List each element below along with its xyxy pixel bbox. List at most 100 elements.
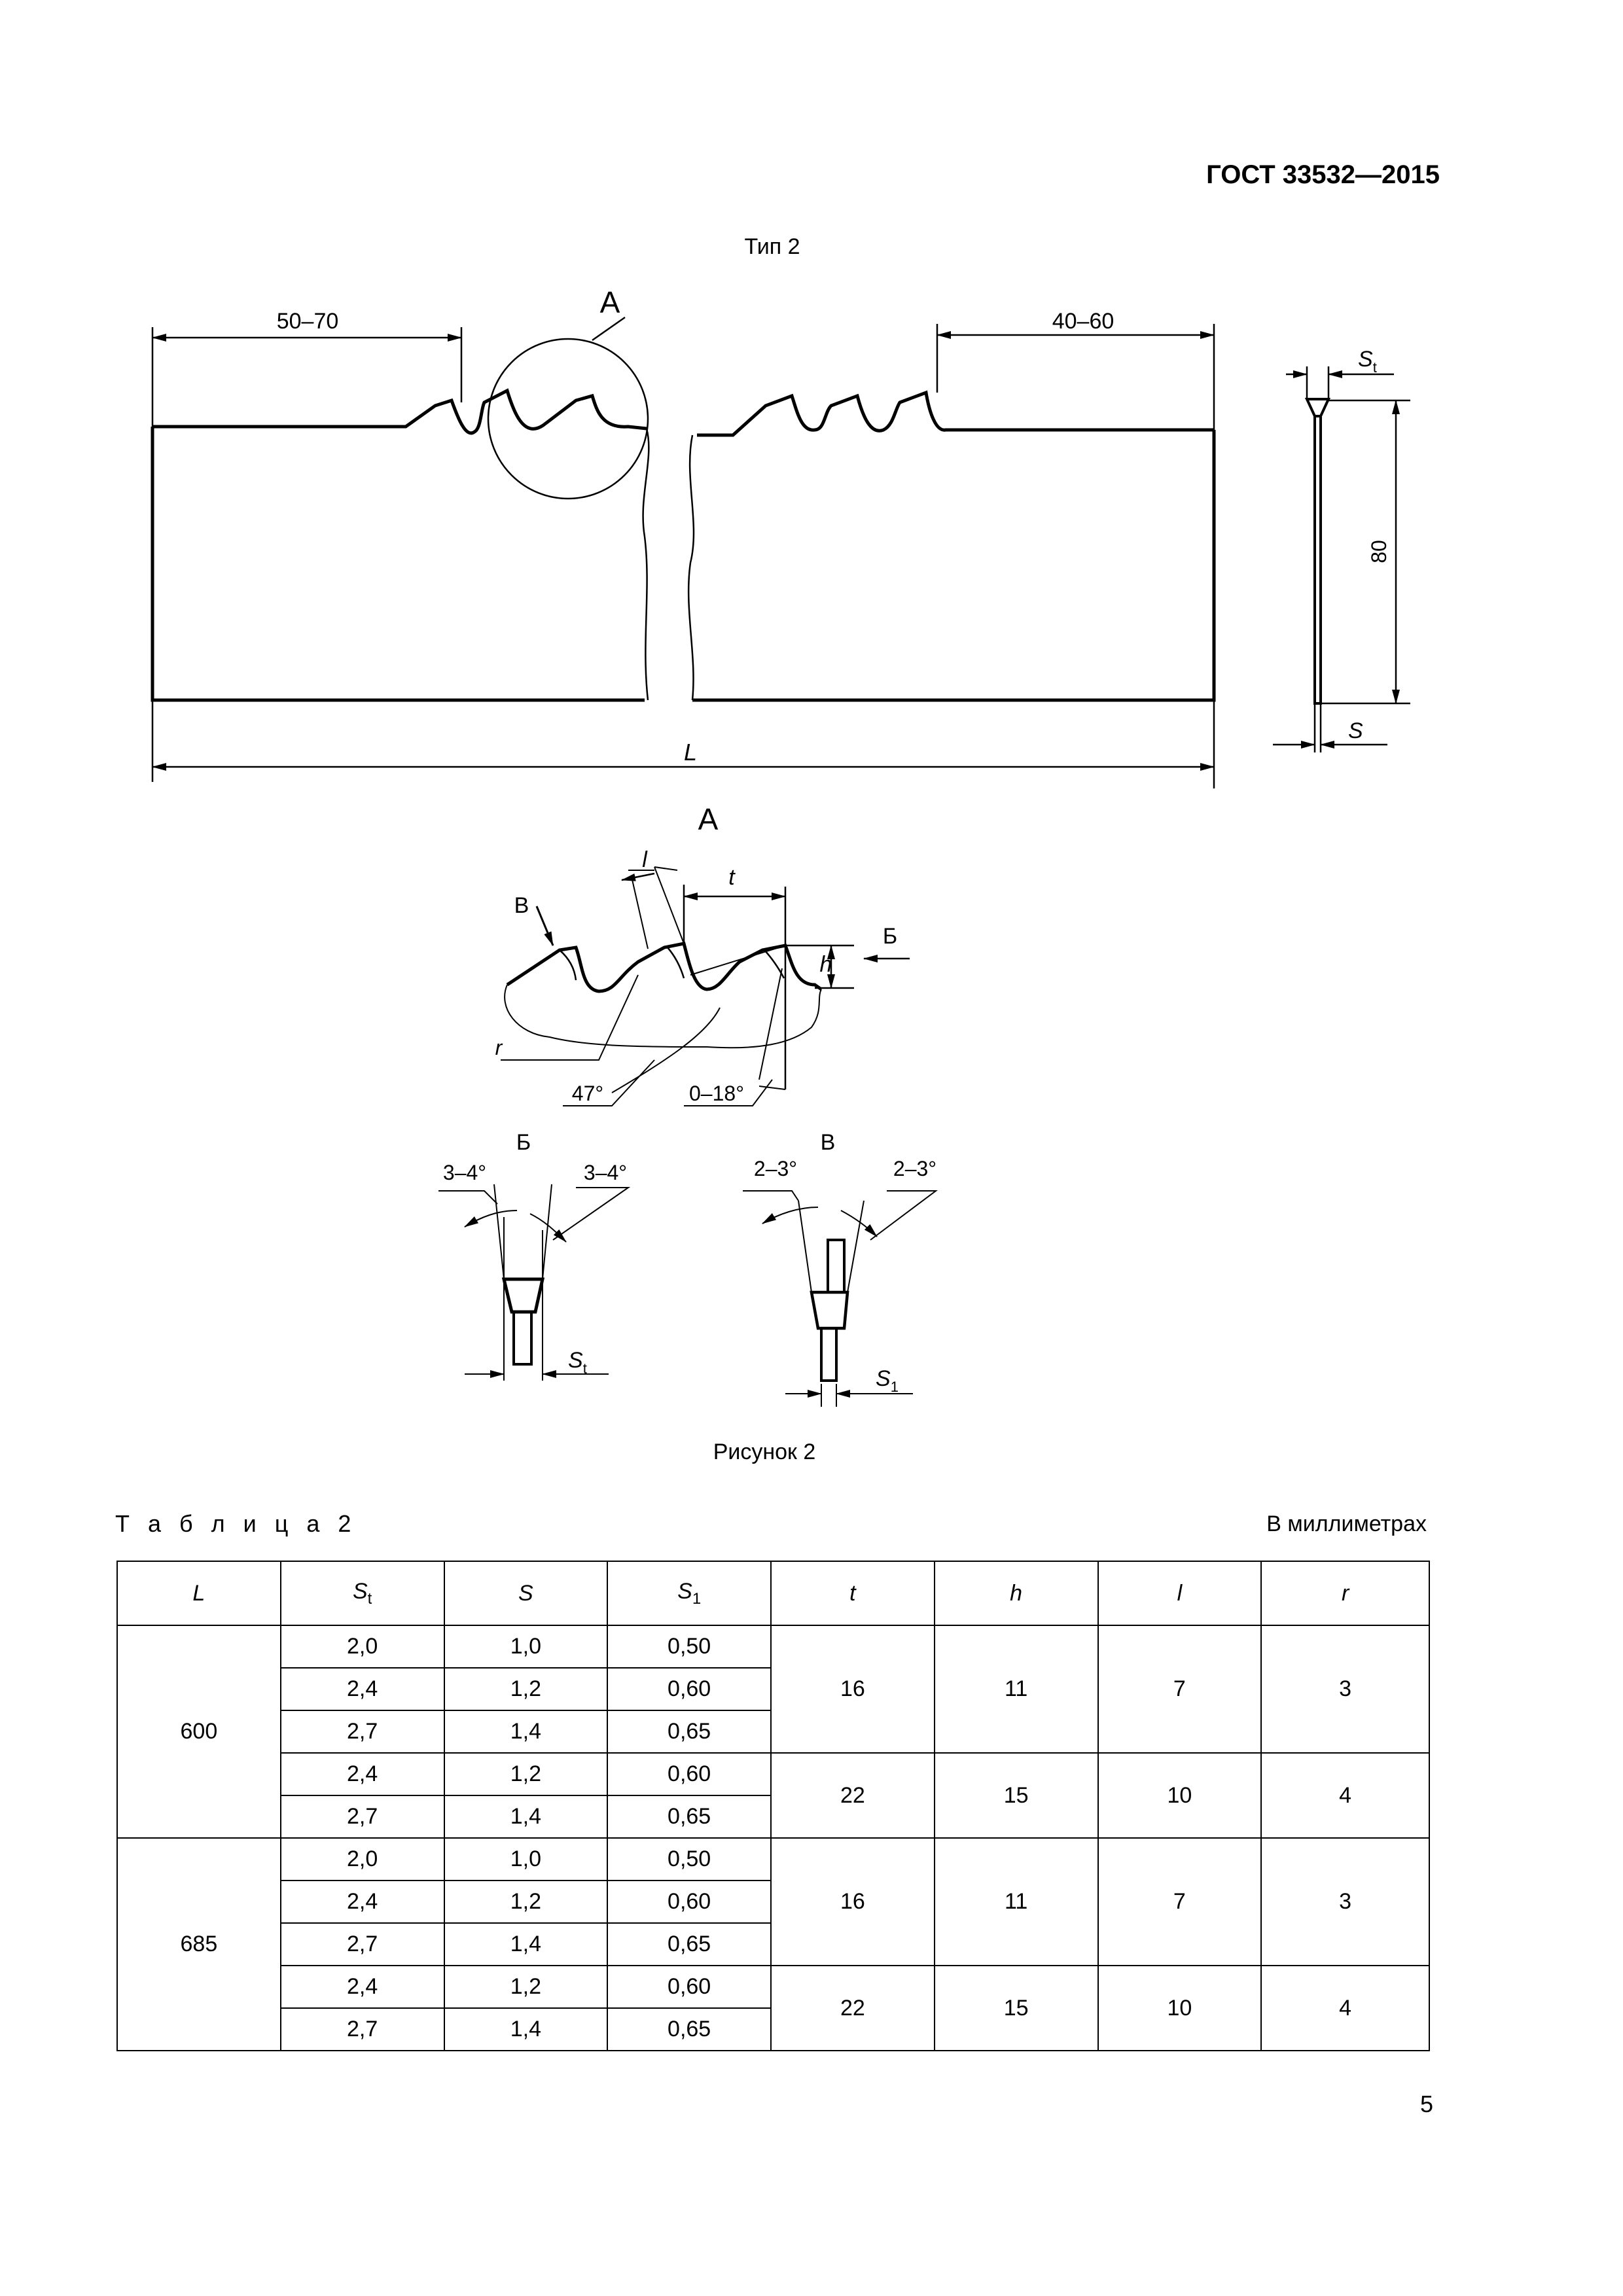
column-header: S1 [607, 1561, 772, 1626]
view-v-angle-right: 2–3° [893, 1157, 936, 1180]
table-cell: 2,4 [279, 1965, 445, 2009]
table-cell: 0,60 [607, 1752, 772, 1796]
table-cell: 2,4 [279, 1880, 445, 1924]
dim-left-offset: 50–70 [277, 309, 339, 334]
cell-t: 16 [770, 1625, 935, 1754]
view-b-angle-left: 3–4° [443, 1161, 486, 1184]
table-cell: 2,4 [279, 1667, 445, 1711]
cell-r: 3 [1260, 1837, 1430, 1966]
table-caption: Т а б л и ц а 2 [115, 1510, 357, 1537]
detail-a-title: А [698, 802, 719, 836]
page-number: 5 [1419, 2091, 1433, 2117]
column-header: r [1260, 1561, 1430, 1626]
view-v-dim-s1: S1 [876, 1366, 899, 1395]
view-v-angle-left: 2–3° [754, 1157, 797, 1180]
column-header: St [279, 1561, 445, 1626]
view-b-dim-st: St [568, 1348, 587, 1377]
arrow-label-b: Б [883, 924, 897, 949]
table-cell: 0,65 [607, 1922, 772, 1966]
column-header: L [116, 1561, 281, 1626]
view-b-title: Б [516, 1130, 531, 1155]
table-cell: 2,0 [279, 1837, 445, 1881]
table-cell: 1,4 [443, 2007, 609, 2051]
cell-t: 22 [770, 1752, 935, 1839]
table-cell: 1,0 [443, 1625, 609, 1669]
view-b-angle-right: 3–4° [584, 1161, 627, 1184]
cell-length-L: 600 [116, 1625, 281, 1839]
cell-r: 3 [1260, 1625, 1430, 1754]
dim-tooth-width: St [1358, 347, 1377, 376]
view-v-drawing [743, 1190, 938, 1407]
table-cell: 0,50 [607, 1625, 772, 1669]
table-cell: 1,2 [443, 1880, 609, 1924]
dim-blade-thickness: S [1348, 718, 1363, 743]
table-cell: 0,50 [607, 1837, 772, 1881]
label-pitch-t: t [728, 865, 736, 890]
blade-main-view [151, 316, 1216, 788]
column-header: t [770, 1561, 935, 1626]
column-header: h [933, 1561, 1099, 1626]
cell-h: 15 [933, 1752, 1099, 1839]
table-cell: 1,2 [443, 1667, 609, 1711]
table-cell: 2,7 [279, 1795, 445, 1839]
table-cell: 2,4 [279, 1752, 445, 1796]
view-v-title: В [821, 1130, 836, 1155]
label-height-h: h [820, 952, 832, 977]
arrow-label-v: В [514, 893, 529, 918]
cell-r: 4 [1260, 1965, 1430, 2051]
cell-r: 4 [1260, 1752, 1430, 1839]
dim-blade-length: L [684, 739, 697, 766]
detail-a-marker: A [600, 285, 620, 319]
table-cell: 2,7 [279, 2007, 445, 2051]
detail-a-drawing [501, 866, 910, 1106]
figure-type-title: Тип 2 [744, 234, 800, 259]
column-header: l [1097, 1561, 1262, 1626]
table-cell: 0,60 [607, 1667, 772, 1711]
cell-l: 10 [1097, 1965, 1262, 2051]
figure-2-drawing: Тип 2 50–70 40–60 L A [151, 234, 1410, 1464]
table-cell: 1,4 [443, 1795, 609, 1839]
cell-h: 11 [933, 1837, 1099, 1966]
figure-caption: Рисунок 2 [713, 1439, 816, 1464]
cell-t: 22 [770, 1965, 935, 2051]
table-cell: 2,7 [279, 1710, 445, 1754]
units-note: В миллиметрах [1266, 1511, 1427, 1536]
angle-rake: 0–18° [689, 1082, 744, 1105]
table-cell: 0,60 [607, 1965, 772, 2009]
cell-l: 10 [1097, 1752, 1262, 1839]
table-cell: 2,0 [279, 1625, 445, 1669]
table-cell: 0,65 [607, 2007, 772, 2051]
dim-right-offset: 40–60 [1052, 309, 1115, 334]
table-cell: 2,7 [279, 1922, 445, 1966]
table-cell: 0,65 [607, 1795, 772, 1839]
standard-code: ГОСТ 33532—2015 [1206, 160, 1440, 189]
cell-h: 15 [933, 1965, 1099, 2051]
table-cell: 1,4 [443, 1710, 609, 1754]
table-cell: 1,4 [443, 1922, 609, 1966]
table-cell: 1,2 [443, 1965, 609, 2009]
blade-side-view [1273, 366, 1410, 752]
cell-h: 11 [933, 1625, 1099, 1754]
cell-t: 16 [770, 1837, 935, 1966]
view-b-drawing [438, 1184, 631, 1381]
label-land-l: l [642, 847, 648, 872]
table-cell: 1,2 [443, 1752, 609, 1796]
table-cell: 0,60 [607, 1880, 772, 1924]
dim-blade-height: 80 [1367, 540, 1391, 563]
column-header: S [443, 1561, 609, 1626]
table-cell: 0,65 [607, 1710, 772, 1754]
cell-length-L: 685 [116, 1837, 281, 2051]
